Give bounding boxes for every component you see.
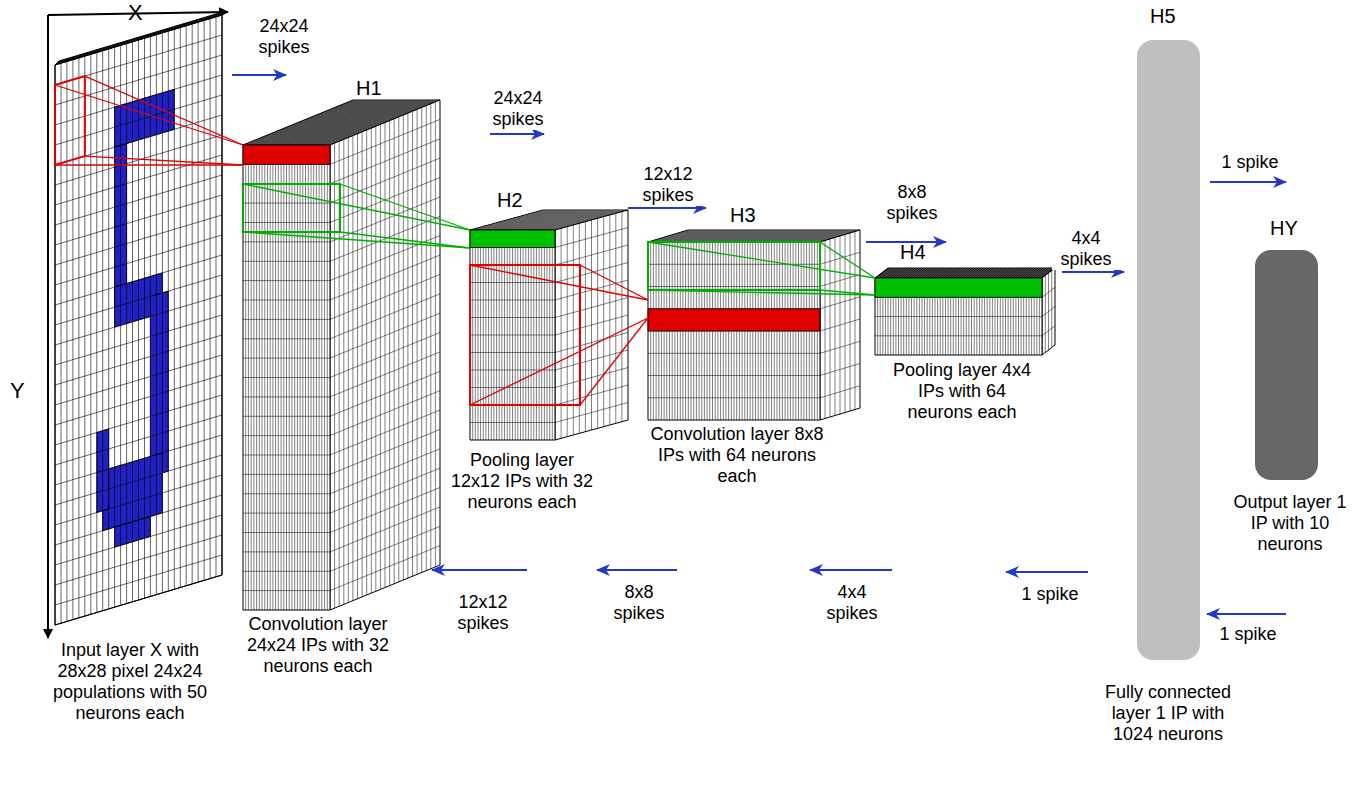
h2-block-front-lines — [470, 230, 555, 440]
h2-block-front — [470, 230, 555, 440]
h2-block-front-outline — [470, 230, 555, 440]
green-receptive-field — [648, 242, 820, 290]
layer-name: H5 — [1150, 6, 1176, 27]
h4-block-top-outline — [875, 268, 1055, 278]
layer-block: H2Pooling layer 12x12 IPs with 32 neuron… — [470, 208, 630, 442]
h4-block-top-lines — [878, 268, 1053, 278]
spike-count-label: 24x24 spikes — [484, 88, 552, 130]
h1-block-front-lines — [243, 145, 330, 610]
h4-block-side-outline — [1042, 268, 1055, 355]
layer-bar: HYOutput layer 1 IP with 10 neurons — [1255, 250, 1318, 480]
axis-label: Y — [10, 378, 25, 404]
green-receptive-field-ray — [243, 232, 470, 248]
spike-arrow — [1006, 571, 1088, 573]
h4-block-top — [875, 268, 1055, 278]
green-receptive-field-ray — [648, 290, 875, 295]
layer-caption: Pooling layer 4x4 IPs with 64 neurons ea… — [887, 360, 1037, 423]
red-receptive-field-ray — [55, 164, 243, 165]
green-feature-strip — [875, 278, 1042, 297]
spike-arrow — [432, 569, 527, 571]
input-face — [55, 15, 222, 625]
red-feature-strip — [648, 309, 820, 331]
h4-block-front-outline — [875, 278, 1042, 355]
h3-block-front-outline — [648, 242, 820, 420]
h1-block-front — [243, 145, 330, 610]
h3-block-front-lines — [648, 242, 820, 420]
layer-name: H1 — [356, 78, 382, 99]
red-receptive-field-ray — [470, 265, 648, 300]
layer-caption: Convolution layer 8x8 IPs with 64 neuron… — [647, 424, 827, 487]
h1-block-side — [330, 100, 440, 610]
spike-arrow — [1210, 181, 1286, 183]
layer-name: HY — [1270, 218, 1298, 239]
spike-count-label: 1 spike — [1008, 584, 1092, 605]
red-receptive-field-ray — [470, 318, 648, 405]
spike-arrow — [1207, 613, 1286, 615]
h4-block-front — [875, 278, 1042, 355]
h4-block-front-lines — [875, 278, 1042, 355]
axis-label: X — [128, 0, 143, 26]
spike-arrow — [490, 133, 544, 135]
green-receptive-field-ray — [648, 242, 875, 278]
h3-block-front — [648, 242, 820, 420]
spike-count-label: 12x12 spikes — [631, 164, 705, 206]
spike-count-label: 4x4 spikes — [1052, 228, 1120, 270]
green-receptive-field — [243, 184, 340, 232]
layer-name: H3 — [730, 205, 756, 226]
h4-block-side-lines — [1042, 271, 1055, 353]
input-grid — [55, 15, 222, 625]
red-receptive-field-ray — [85, 76, 243, 145]
spike-count-label: 8x8 spikes — [878, 182, 946, 224]
green-receptive-field-ray — [820, 242, 875, 278]
layer-caption: Pooling layer 12x12 IPs with 32 neurons … — [447, 450, 597, 513]
red-feature-strip — [243, 145, 330, 164]
h1-block-side-lines — [330, 102, 440, 608]
layer-name: H4 — [900, 242, 926, 263]
spike-count-label: 12x12 spikes — [446, 592, 520, 634]
spike-arrow — [1062, 271, 1124, 273]
spike-count-label: 8x8 spikes — [605, 582, 673, 624]
spike-count-label: 24x24 spikes — [250, 16, 318, 58]
red-receptive-field-ray — [580, 265, 648, 300]
h1-block-front-outline — [243, 145, 330, 610]
layer-name: H2 — [497, 190, 523, 211]
layer-bar: H5Fully connected layer 1 IP with 1024 n… — [1137, 40, 1200, 660]
digit-pixels — [150, 291, 168, 476]
green-receptive-field-ray — [243, 184, 470, 230]
h3-block-side-outline — [820, 230, 860, 420]
spike-count-label: 1 spike — [1206, 624, 1290, 645]
layer-caption: Output layer 1 IP with 10 neurons — [1230, 492, 1350, 555]
h3-block-side-lines — [820, 232, 860, 419]
spike-arrow — [810, 569, 892, 571]
h3-block-side — [820, 230, 860, 420]
h1-block-side-outline — [330, 100, 440, 610]
input-grid-outline — [55, 15, 222, 625]
layer-caption: Input layer X with 28x28 pixel 24x24 pop… — [44, 640, 216, 724]
input-grid-lines — [55, 17, 222, 623]
layer-block: H3Convolution layer 8x8 IPs with 64 neur… — [648, 228, 862, 422]
layer-block: H4Pooling layer 4x4 IPs with 64 neurons … — [875, 266, 1057, 357]
red-receptive-field-ray — [580, 318, 648, 405]
spike-arrow — [628, 207, 706, 209]
layer-block: H1Convolution layer 24x24 IPs with 32 ne… — [243, 98, 443, 612]
red-receptive-field-ray — [85, 156, 243, 165]
red-receptive-field-ray — [55, 85, 243, 145]
red-receptive-field — [470, 265, 580, 405]
input-layer: Input layer X with 28x28 pixel 24x24 pop… — [50, 10, 230, 628]
green-feature-strip — [470, 230, 555, 248]
layer-caption: Convolution layer 24x24 IPs with 32 neur… — [228, 614, 408, 677]
h4-block-side — [1042, 268, 1055, 355]
spike-count-label: 4x4 spikes — [818, 582, 886, 624]
spike-arrow — [232, 74, 286, 76]
spike-count-label: 1 spike — [1208, 152, 1292, 173]
y-axis — [47, 15, 49, 638]
layer-caption: Fully connected layer 1 IP with 1024 neu… — [1103, 682, 1233, 745]
green-receptive-field-ray — [340, 184, 470, 230]
spike-arrow — [597, 569, 677, 571]
